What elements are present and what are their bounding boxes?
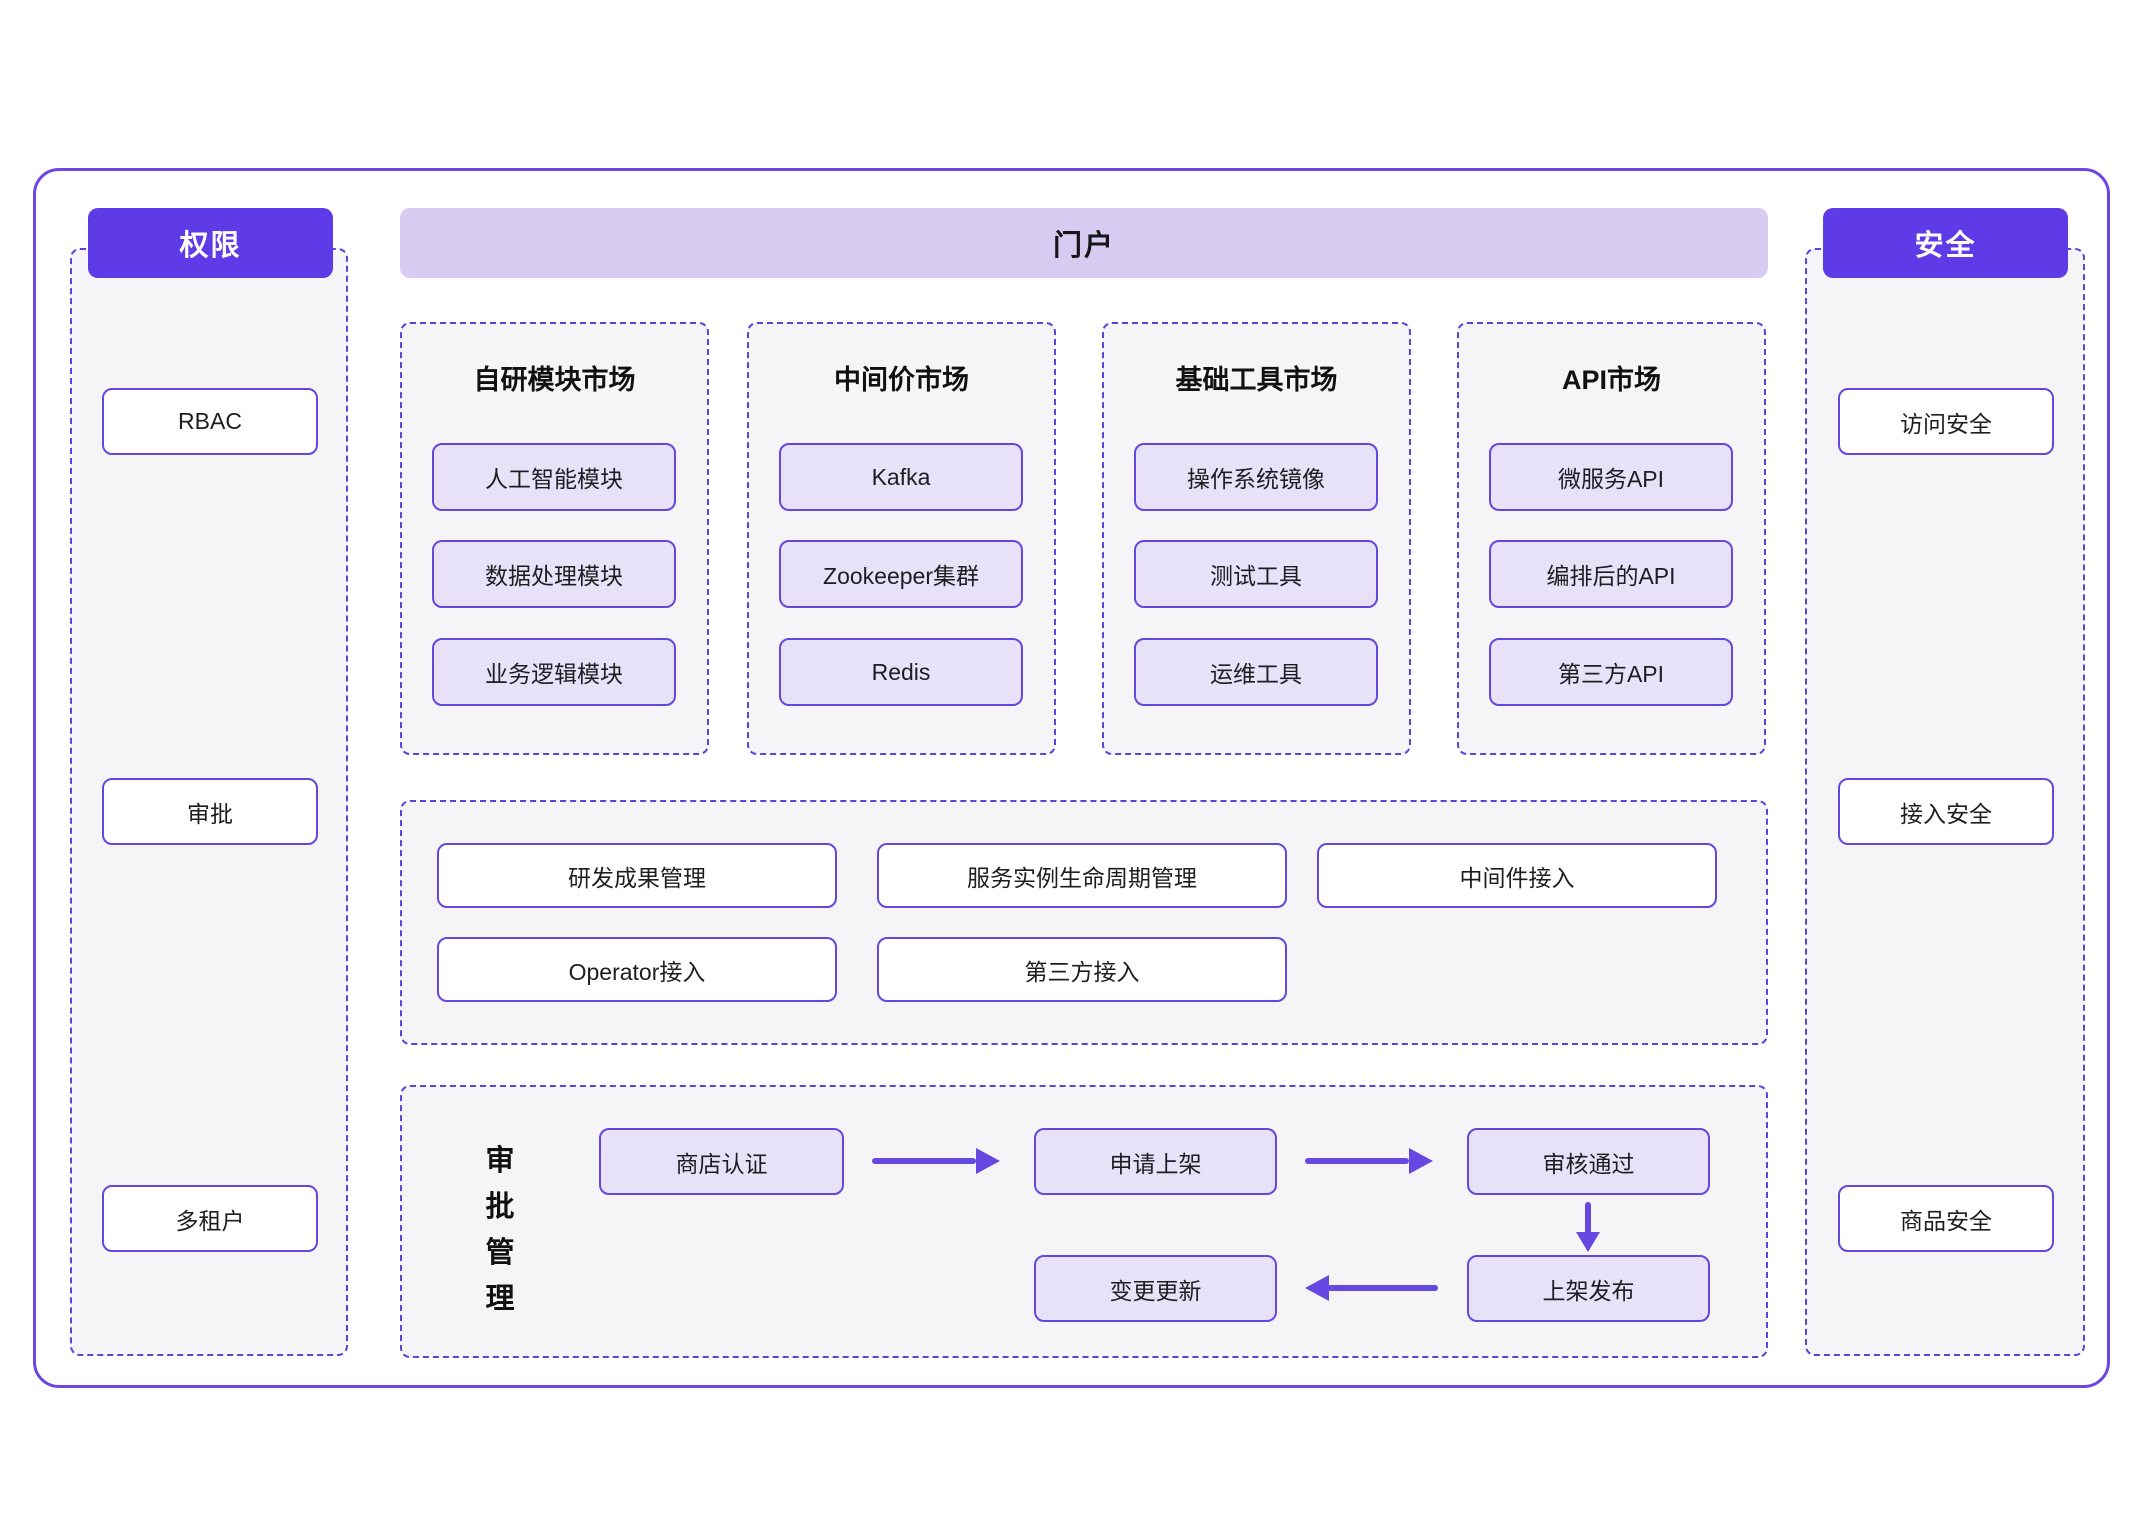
ai-module-box: 人工智能模块 — [432, 443, 676, 511]
arrow-right-head-icon — [1409, 1148, 1433, 1174]
market-section-modules-title: 自研模块市场 — [473, 364, 636, 395]
rd-results-mgmt-box: 研发成果管理 — [437, 843, 837, 908]
third-party-integration-box: 第三方接入 — [877, 937, 1287, 1002]
microservice-api-box: 微服务API — [1489, 443, 1733, 511]
rbac-box: RBAC — [102, 388, 318, 455]
market-section-tools-title: 基础工具市场 — [1175, 364, 1338, 395]
portal-header: 门户 — [400, 208, 1768, 278]
arrow-right-icon — [872, 1158, 976, 1164]
business-logic-module-box: 业务逻辑模块 — [432, 638, 676, 706]
arrow-down-head-icon — [1576, 1232, 1600, 1252]
os-image-box: 操作系统镜像 — [1134, 443, 1378, 511]
access-security-box: 访问安全 — [1838, 388, 2054, 455]
store-certification-box: 商店认证 — [599, 1128, 844, 1195]
market-section-middleware-title: 中间价市场 — [834, 364, 969, 395]
service-lifecycle-mgmt-box: 服务实例生命周期管理 — [877, 843, 1287, 908]
arrow-down-icon — [1585, 1202, 1591, 1234]
testing-tools-box: 测试工具 — [1134, 540, 1378, 608]
approval-flow-label: 审批管理 — [485, 1145, 515, 1315]
orchestrated-api-box: 编排后的API — [1489, 540, 1733, 608]
redis-box: Redis — [779, 638, 1023, 706]
operator-integration-box: Operator接入 — [437, 937, 837, 1002]
ops-tools-box: 运维工具 — [1134, 638, 1378, 706]
management-panel — [400, 800, 1768, 1045]
third-party-api-box: 第三方API — [1489, 638, 1733, 706]
zookeeper-box: Zookeeper集群 — [779, 540, 1023, 608]
data-processing-module-box: 数据处理模块 — [432, 540, 676, 608]
kafka-box: Kafka — [779, 443, 1023, 511]
arrow-left-head-icon — [1305, 1275, 1329, 1301]
product-security-box: 商品安全 — [1838, 1185, 2054, 1252]
arrow-left-icon — [1327, 1285, 1438, 1291]
security-header: 安全 — [1823, 208, 2068, 278]
permissions-header: 权限 — [88, 208, 333, 278]
integration-security-box: 接入安全 — [1838, 778, 2054, 845]
review-passed-box: 审核通过 — [1467, 1128, 1710, 1195]
approval-box: 审批 — [102, 778, 318, 845]
arrow-right-head-icon — [976, 1148, 1000, 1174]
arrow-right-icon — [1305, 1158, 1409, 1164]
publish-listing-box: 上架发布 — [1467, 1255, 1710, 1322]
apply-listing-box: 申请上架 — [1034, 1128, 1277, 1195]
middleware-integration-box: 中间件接入 — [1317, 843, 1717, 908]
multi-tenant-box: 多租户 — [102, 1185, 318, 1252]
market-section-api-title: API市场 — [1561, 364, 1661, 395]
change-update-box: 变更更新 — [1034, 1255, 1277, 1322]
